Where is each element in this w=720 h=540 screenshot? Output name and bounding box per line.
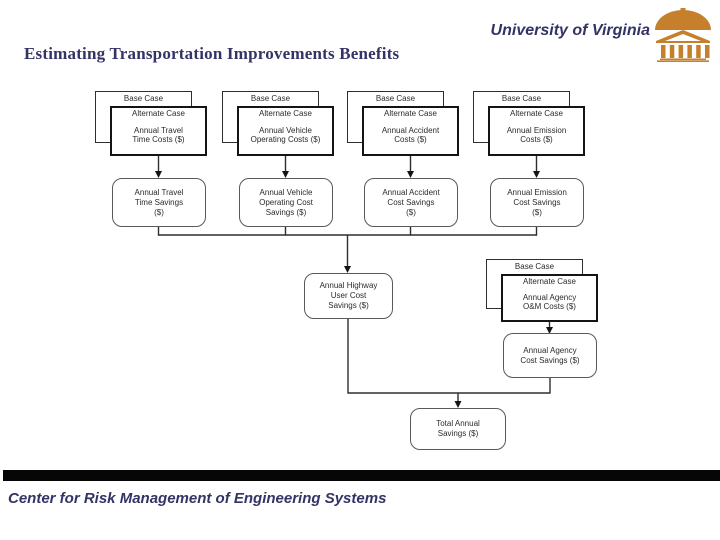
cost-label: Annual Accident Costs ($) xyxy=(381,125,440,144)
total-annual-savings-box: Total Annual Savings ($) xyxy=(410,408,506,450)
alternate-case-box: Alternate Case Annual Travel Time Costs … xyxy=(110,106,207,156)
base-case-label: Base Case xyxy=(123,94,164,103)
slide-title: Estimating Transportation Improvements B… xyxy=(24,44,400,63)
agency-cost-savings-box: Annual Agency Cost Savings ($) xyxy=(503,333,597,378)
footer-divider xyxy=(3,470,720,481)
base-case-label: Base Case xyxy=(375,94,416,103)
savings-box-vehicle-operating: Annual Vehicle Operating Cost Savings ($… xyxy=(239,178,333,227)
savings-box-accident: Annual Accident Cost Savings ($) xyxy=(364,178,458,227)
alternate-case-label: Alternate Case xyxy=(523,277,576,286)
footer-text: Center for Risk Management of Engineerin… xyxy=(8,490,387,507)
base-case-label: Base Case xyxy=(501,94,542,103)
base-case-label: Base Case xyxy=(514,262,555,271)
cost-label: Annual Emission Costs ($) xyxy=(506,125,567,144)
uva-rotunda-icon xyxy=(655,8,711,62)
university-name: University of Virginia xyxy=(490,22,650,39)
cost-label: Annual Travel Time Costs ($) xyxy=(132,125,185,144)
alternate-case-label: Alternate Case xyxy=(132,109,185,118)
alternate-case-label: Alternate Case xyxy=(510,109,563,118)
alternate-case-box: Alternate Case Annual Accident Costs ($) xyxy=(362,106,459,156)
base-case-label: Base Case xyxy=(250,94,291,103)
highway-user-cost-savings-box: Annual Highway User Cost Savings ($) xyxy=(304,273,393,319)
alternate-case-box: Alternate Case Annual Vehicle Operating … xyxy=(237,106,334,156)
cost-label: Annual Agency O&M Costs ($) xyxy=(522,292,577,311)
cost-label: Annual Vehicle Operating Costs ($) xyxy=(250,125,321,144)
alternate-case-label: Alternate Case xyxy=(259,109,312,118)
alternate-case-box: Alternate Case Annual Emission Costs ($) xyxy=(488,106,585,156)
savings-box-travel-time: Annual Travel Time Savings ($) xyxy=(112,178,206,227)
alternate-case-label: Alternate Case xyxy=(384,109,437,118)
alternate-case-box: Alternate Case Annual Agency O&M Costs (… xyxy=(501,274,598,322)
savings-box-emission: Annual Emission Cost Savings ($) xyxy=(490,178,584,227)
